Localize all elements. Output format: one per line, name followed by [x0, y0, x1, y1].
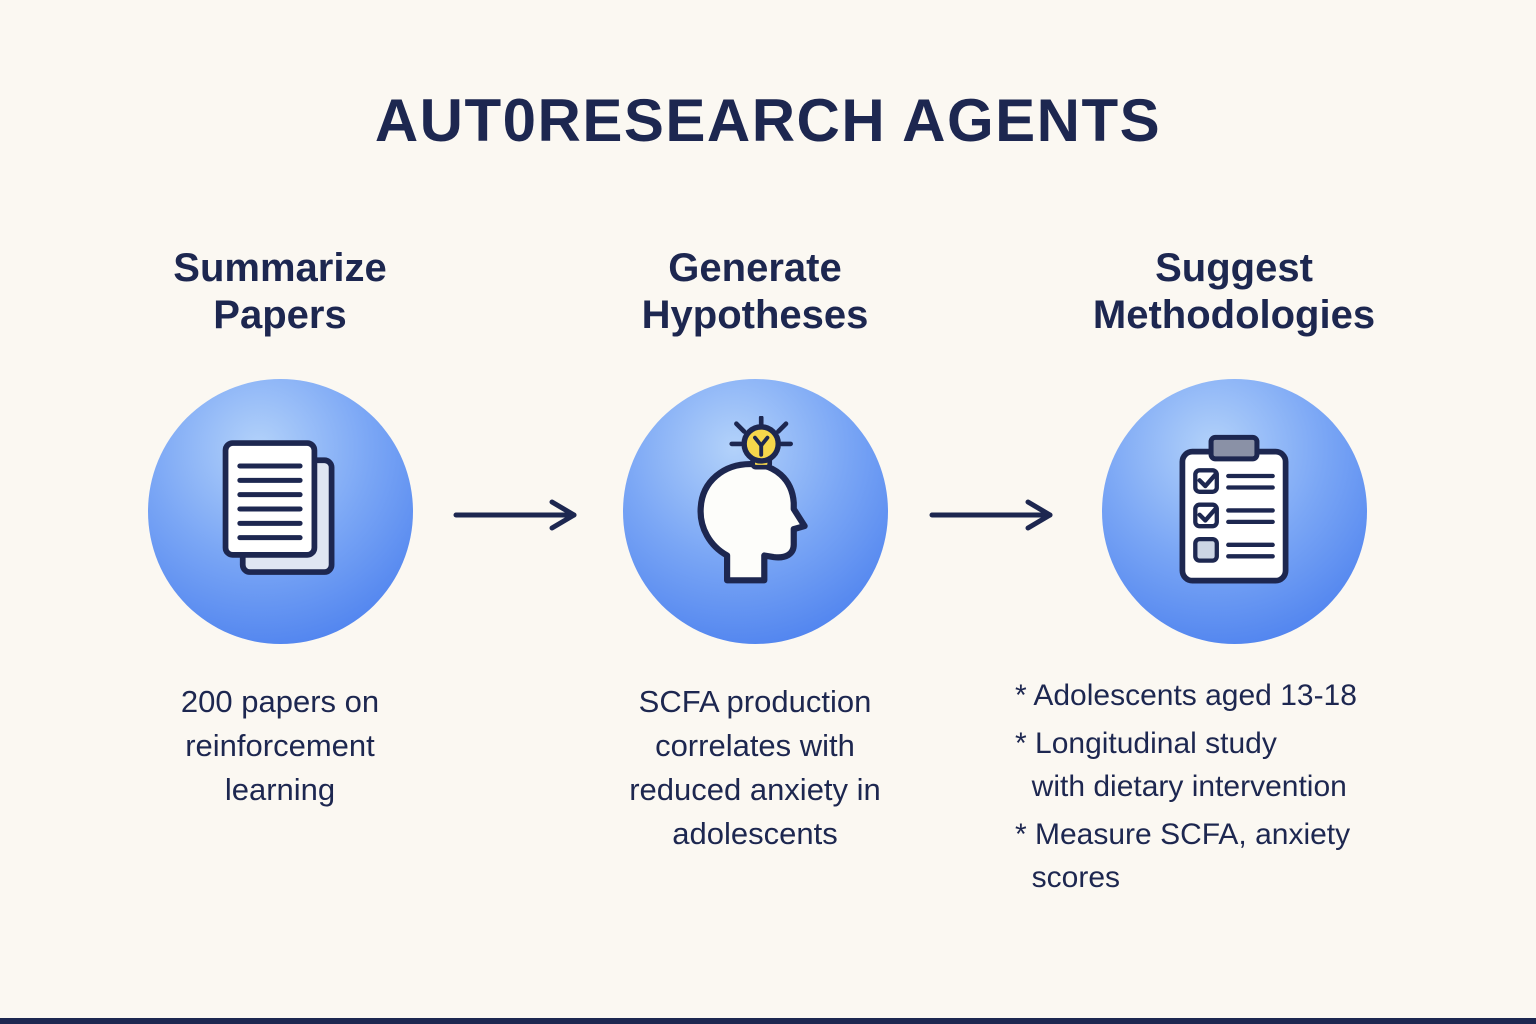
bullet-item: * Longitudinal study with dietary interv… — [1015, 726, 1347, 804]
step-icon-circle — [1101, 379, 1367, 644]
step-generate-hypotheses: Generate Hypotheses — [585, 245, 925, 856]
papers-icon — [194, 423, 366, 600]
head-lightbulb-icon — [662, 415, 848, 607]
page-title: AUT0RESEARCH AGENTS — [374, 87, 1162, 154]
bullet-item: * Measure SCFA, anxiety scores — [1015, 817, 1351, 895]
step-icon-circle — [147, 379, 413, 644]
arrow-right-icon — [452, 493, 582, 542]
step-suggest-methodologies: Suggest Methodologies — [1008, 245, 1460, 904]
bullet-item: * Adolescents aged 13-18 — [1015, 679, 1357, 712]
step-caption: 200 papers on reinforcement learning — [180, 684, 380, 808]
arrow-right-icon — [928, 493, 1058, 542]
bottom-border-bar — [0, 1018, 1536, 1024]
step-bullet-list: * Adolescents aged 13-18 * Longitudinal … — [1015, 674, 1453, 904]
step-heading: Summarize Papers — [173, 246, 387, 337]
step-icon-circle — [622, 379, 888, 644]
step-caption: SCFA production correlates with reduced … — [629, 684, 881, 852]
clipboard-checklist-icon — [1148, 423, 1320, 600]
step-heading: Generate Hypotheses — [641, 246, 869, 337]
step-heading: Suggest Methodologies — [1092, 246, 1376, 337]
step-summarize-papers: Summarize Papers 200 papers on r — [118, 245, 442, 812]
